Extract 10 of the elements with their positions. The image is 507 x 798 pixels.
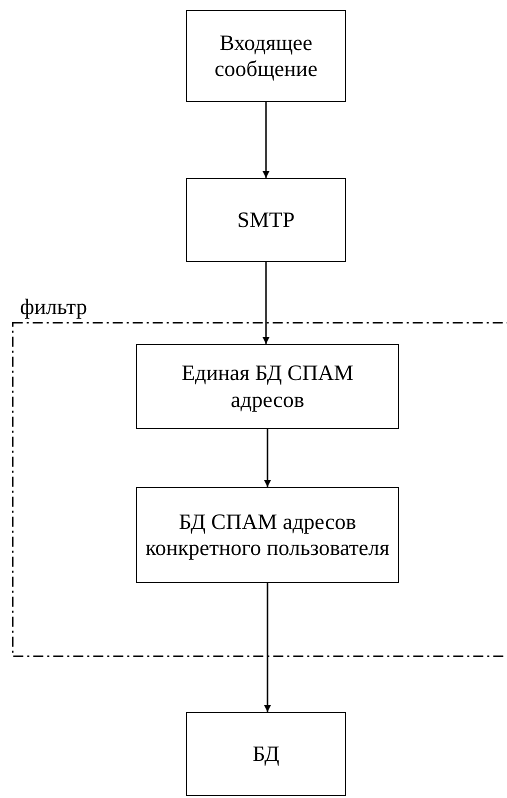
process-box: Единая БД СПАМ адресов	[136, 344, 399, 429]
arrow	[262, 262, 270, 344]
arrow	[262, 102, 270, 178]
arrow	[264, 583, 271, 712]
process-box: SMTP	[186, 178, 346, 262]
process-box: Входящее сообщение	[186, 10, 346, 102]
group-title: фильтр	[20, 294, 88, 320]
process-box: БД СПАМ адресов конкретного пользователя	[136, 487, 399, 583]
arrow	[264, 429, 271, 487]
process-box: БД	[186, 712, 346, 796]
